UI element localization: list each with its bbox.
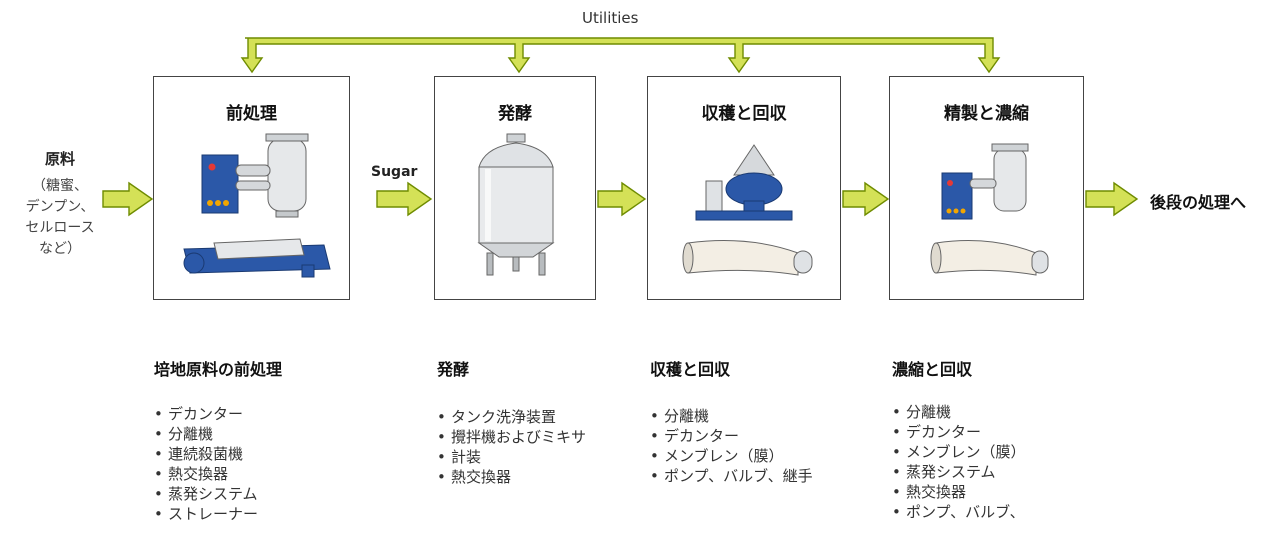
input-note-line: など） [39,241,81,257]
equipment-list: デカンター 分離機 連続殺菌機 熱交換器 蒸発システム ストレーナー [154,404,354,524]
list-item: 熱交換器 [154,464,354,484]
list-harvest: 収穫と回収 分離機 デカンター メンブレン（膜） ポンプ、バルブ、継手 [650,356,830,486]
equipment-list: 分離機 デカンター メンブレン（膜） ポンプ、バルブ、継手 [650,406,822,486]
list-item: 熱交換器 [437,467,593,487]
list-concentration: 濃縮と回収 分離機 デカンター メンブレン（膜） 蒸発システム 熱交換器 ポンプ… [892,356,1092,522]
input-title: 原料 [44,150,75,168]
input-note-line: セルロース [25,220,95,236]
list-item: 蒸発システム [154,484,354,504]
list-item: 分離機 [154,424,354,444]
evaporator-icon [201,133,309,218]
list-item: 計装 [437,447,593,467]
decanter-icon [183,238,331,278]
list-item: 分離機 [892,402,1092,422]
stage-equipment [183,133,331,278]
list-item: ストレーナー [154,504,354,524]
list-item: 蒸発システム [892,462,1092,482]
list-item: メンブレン（膜） [650,446,822,466]
list-title: 収穫と回収 [650,360,731,379]
list-item: デカンター [892,422,1092,442]
sugar-label: Sugar [371,164,418,180]
sugar-arrow [376,181,433,217]
stage-title: 精製と濃縮 [944,104,1029,124]
list-item: 連続殺菌機 [154,444,354,464]
stage-box-purification: 精製と濃縮 [889,76,1084,300]
stage-title: 発酵 [498,104,532,124]
list-item: デカンター [154,404,354,424]
list-item: 攪拌機およびミキサ [437,427,593,447]
stage-title: 収穫と回収 [701,104,787,124]
list-item: メンブレン（膜） [892,442,1092,462]
list-item: ポンプ、バルブ、 [892,502,1092,522]
fermentation-tank-icon [477,133,555,276]
list-item: デカンター [650,426,822,446]
stage-arrow-3 [842,181,890,217]
list-title: 濃縮と回収 [892,360,973,379]
list-item: 熱交換器 [892,482,1092,502]
stage-box-fermentation: 発酵 [434,76,596,300]
list-fermentation: 発酵 タンク洗浄装置 攪拌機およびミキサ 計装 熱交換器 [437,356,597,487]
equipment-list: タンク洗浄装置 攪拌機およびミキサ 計装 熱交換器 [437,407,593,487]
list-item: タンク洗浄装置 [437,407,593,427]
stage-equipment [930,143,1049,276]
membrane-icon [682,240,813,276]
stage-arrow-2 [597,181,647,217]
list-item: ポンプ、バルブ、継手 [650,466,822,486]
list-title: 発酵 [437,360,470,379]
output-arrow [1085,181,1139,217]
separator-icon [695,144,793,221]
utilities-manifold [240,37,1001,74]
stage-equipment [477,133,555,276]
stage-box-harvest: 収穫と回収 [647,76,841,300]
input-note: （糖蜜、 デンプン、 セルロース など） [8,176,112,260]
list-pretreatment: 培地原料の前処理 デカンター 分離機 連続殺菌機 熱交換器 蒸発システム ストレ… [154,356,354,524]
membrane-icon [930,240,1049,276]
equipment-list: 分離機 デカンター メンブレン（膜） 蒸発システム 熱交換器 ポンプ、バルブ、 [892,402,1092,522]
output-label: 後段の処理へ [1150,193,1247,212]
utilities-label: Utilities [582,9,639,27]
list-title: 培地原料の前処理 [154,360,283,379]
stage-title: 前処理 [226,104,277,124]
input-note-line: デンプン、 [25,199,95,215]
input-note-line: （糖蜜、 [32,178,88,194]
evaporator-icon [941,143,1029,220]
stage-box-pretreatment: 前処理 [153,76,350,300]
list-item: 分離機 [650,406,822,426]
stage-equipment [682,144,813,276]
input-arrow [102,181,154,217]
